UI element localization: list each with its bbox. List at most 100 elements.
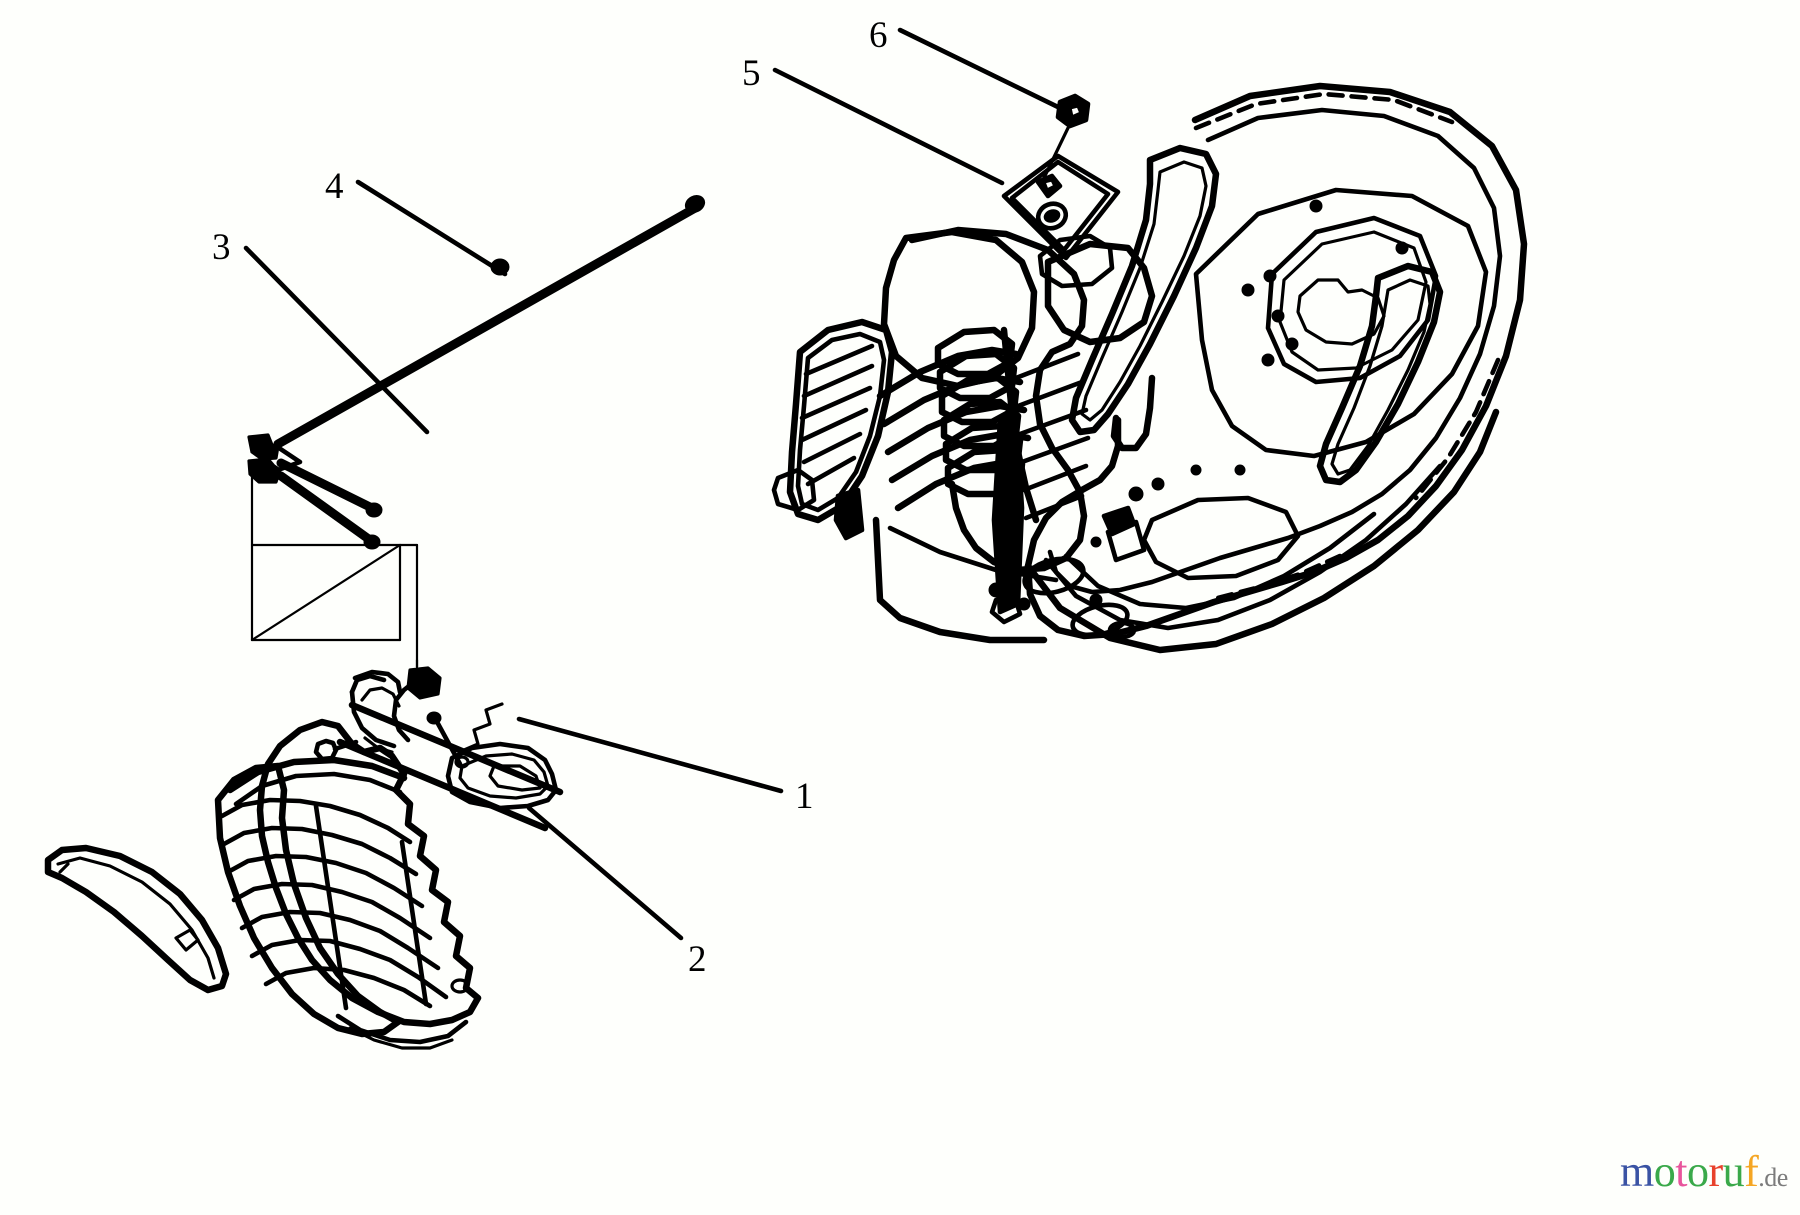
step-platform: [1141, 495, 1301, 581]
grille-divider-right: [399, 839, 429, 1007]
hood-support-bar-upper: [348, 701, 564, 796]
seat-bolt-hole-6: [1285, 337, 1299, 351]
floor-hole-1: [988, 582, 1004, 598]
callout-number-3: 3: [212, 227, 231, 268]
logo-suffix-de: .de: [1758, 1163, 1788, 1192]
rod-end-a: [365, 502, 383, 518]
ball-stud: [490, 258, 510, 276]
fender-grip-slot-right-inner: [1330, 278, 1432, 476]
dash-plate-assembly: [1001, 93, 1121, 261]
bumper-trim-clip: [174, 928, 200, 952]
leader-line-1: [516, 716, 784, 794]
tractor-frame-body: [771, 82, 1528, 654]
logo-letter-f: f: [1744, 1147, 1759, 1196]
nut-to-plate-line: [1040, 126, 1070, 184]
dash-hex-nut-bore: [1068, 104, 1083, 119]
seat-deck-plate: [1193, 187, 1489, 459]
bumper-trim-inner-line: [56, 856, 216, 980]
callout-number-2: 2: [688, 939, 707, 980]
callout-number-1: 1: [795, 776, 814, 817]
hinge-pivot-block-upper: [247, 433, 280, 461]
fender-ridge-dashes: [1193, 91, 1501, 603]
grille-divider-left: [313, 803, 349, 1011]
hood-flange-serration-top: [462, 702, 504, 752]
bumper-trim-outline: [44, 844, 230, 994]
hinge-cross-link: [273, 443, 303, 473]
hood-block-right-profile: [908, 226, 1088, 574]
hood-top-tab-inner: [349, 673, 387, 695]
hood-brace-end: [426, 711, 442, 725]
rear-fender-inner: [1047, 107, 1503, 595]
leader-line-3: [243, 245, 430, 435]
leader-line-6: [897, 27, 1063, 111]
hinge-pivot-block-lower: [247, 457, 282, 484]
seat-bolt-hole-7: [1261, 353, 1275, 367]
hood-support-bar-lower: [336, 738, 549, 832]
seat-bolt-hole-1: [1309, 199, 1323, 213]
fender-grip-slot-left: [1068, 144, 1220, 436]
latch-catch-bracket-outer: [445, 741, 559, 811]
engine-hood-block: [771, 226, 1165, 644]
leader-line-2: [526, 805, 684, 941]
frame-bolt-hole-2: [1190, 464, 1202, 476]
hood-shell-outline: [256, 718, 482, 1028]
motoruf-watermark-logo: motoruf.de: [1620, 1150, 1788, 1194]
logo-letter-m: m: [1620, 1147, 1654, 1196]
callout-number-4: 4: [325, 166, 344, 207]
stud-cap-3: [1090, 536, 1102, 548]
dash-plate-square-hole-inner: [1042, 178, 1057, 192]
hinge-rod-lower-b: [276, 471, 375, 545]
hood-bottom-trim-inner: [348, 1026, 454, 1050]
connector-housing: [1105, 519, 1147, 563]
hood-mount-hole: [450, 978, 470, 994]
hood-nose-panel: [214, 762, 402, 1038]
frame-floor-inner-edge-2: [1063, 511, 1377, 611]
stud-cap-2: [1151, 477, 1165, 491]
hood-bottom-trim: [335, 1013, 469, 1045]
leader-line-5: [772, 67, 1005, 186]
side-vent-panel: [786, 318, 896, 524]
side-vent-panel-inner: [795, 331, 887, 513]
hood-lip-band-top: [226, 756, 408, 794]
dash-plate-face: [1009, 159, 1111, 253]
side-vent-louvers: [799, 343, 875, 487]
hood-grille-assembly: [214, 658, 564, 1050]
callout-number-5: 5: [742, 53, 761, 94]
hood-lip-band-bottom: [233, 771, 403, 807]
logo-letter-t: t: [1675, 1147, 1687, 1196]
hood-pivot-bracket-outer: [391, 679, 417, 743]
hood-mount-tab: [1037, 233, 1115, 289]
hinge-rod-lower-a: [276, 458, 377, 513]
logo-letter-o1: o: [1653, 1147, 1676, 1196]
rod-end-b: [363, 534, 381, 550]
logo-letter-o2: o: [1686, 1147, 1709, 1196]
latch-hole-left: [454, 755, 470, 769]
side-vent-foot: [771, 467, 817, 513]
hood-block-top-face: [1044, 240, 1156, 346]
hood-latch-inner-curve: [360, 686, 401, 708]
seat-bolt-hole-3: [1263, 269, 1277, 283]
floor-opening-oval: [1022, 556, 1086, 596]
rod-ball-end-upper: [684, 195, 706, 213]
floor-hole-2: [1017, 597, 1031, 611]
seat-deck-opening-outer: [1265, 215, 1439, 385]
seat-bolt-hole-5: [1271, 309, 1285, 323]
engine-support-post-dark: [991, 411, 1025, 615]
grille-louvers: [219, 797, 449, 1009]
hinge-rod-upper: [273, 202, 702, 449]
latch-catch-slot: [488, 764, 542, 792]
hood-top-tab: [352, 669, 403, 695]
dash-plate-body: [1001, 153, 1121, 261]
side-vent-bracket-dark: [833, 487, 865, 541]
frame-left-rail: [872, 516, 1048, 644]
leader-lines: [243, 27, 1063, 941]
front-bumper-trim: [44, 844, 230, 994]
stud-cap-1: [1128, 486, 1144, 502]
frame-crossmember: [887, 525, 1059, 583]
dash-plate-oval-hole: [1035, 201, 1069, 231]
floor-hole-3: [1089, 593, 1103, 607]
latch-catch-bracket-inner: [458, 752, 550, 800]
frame-bolt-hole-1: [1234, 464, 1246, 476]
